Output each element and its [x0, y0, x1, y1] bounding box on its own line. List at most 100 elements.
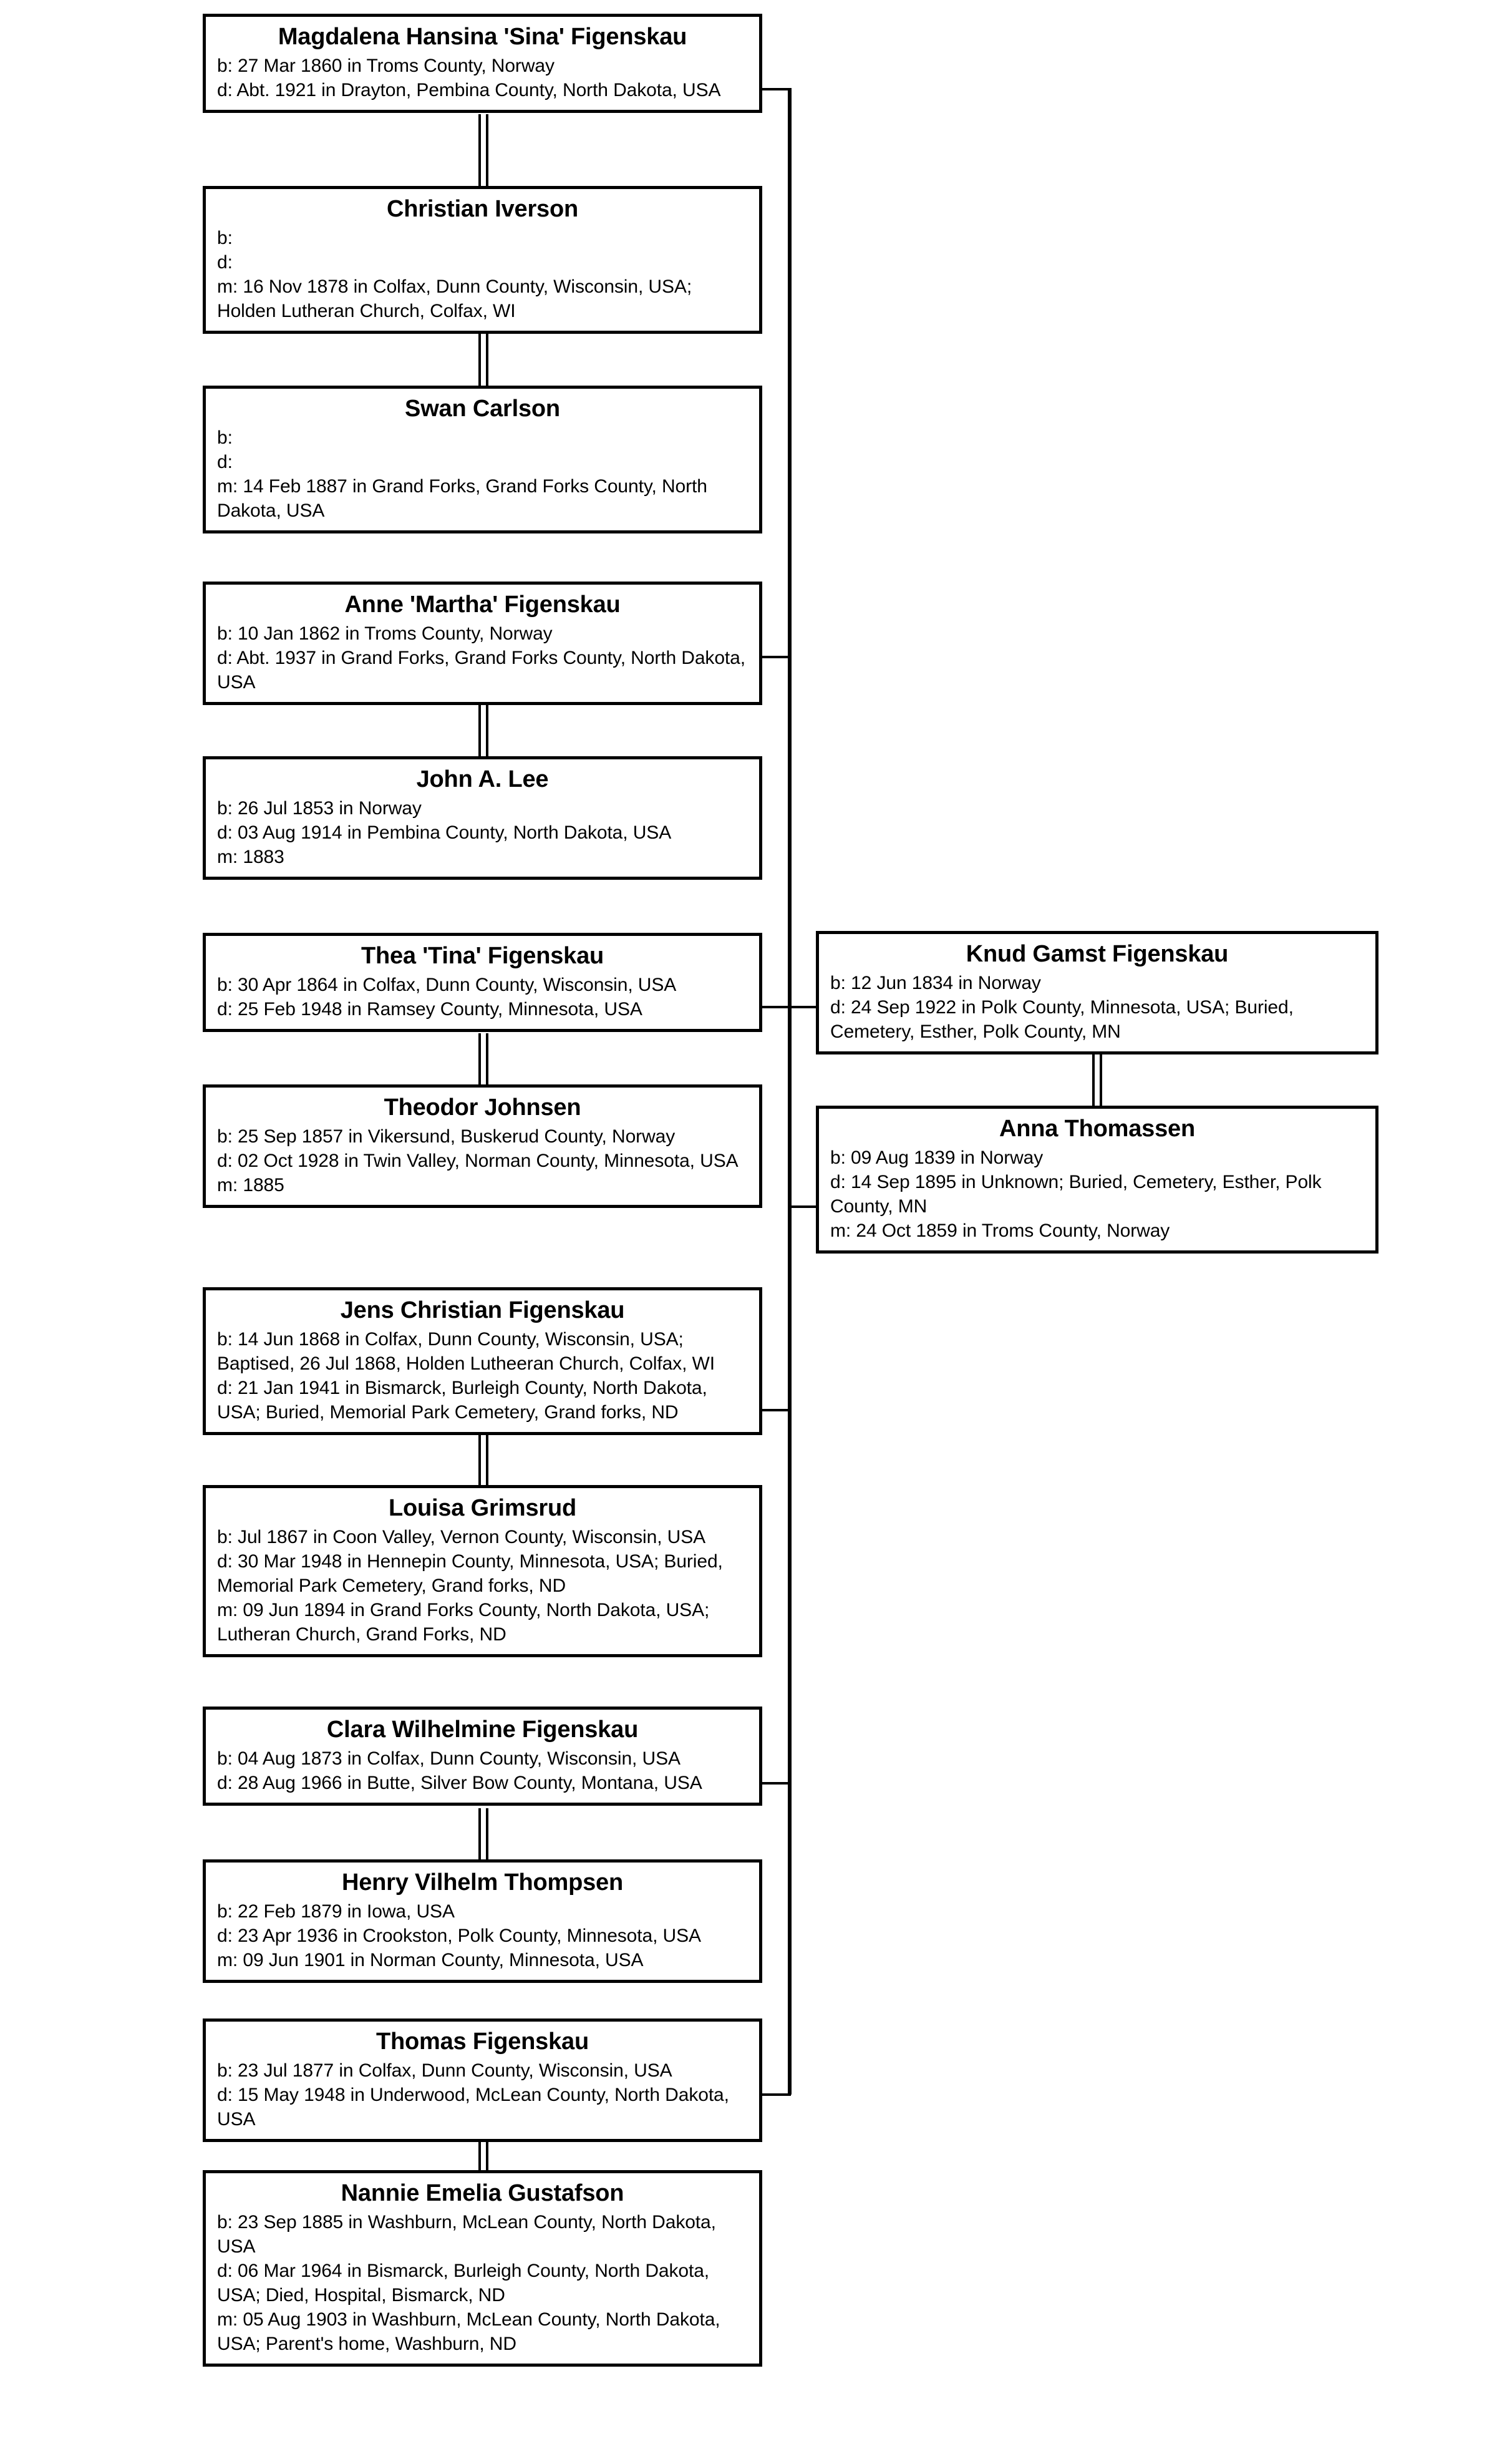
person-details: b: 23 Jul 1877 in Colfax, Dunn County, W…	[217, 2058, 748, 2131]
person-name: Swan Carlson	[405, 396, 560, 422]
person-details: b: 22 Feb 1879 in Iowa, USA d: 23 Apr 19…	[217, 1899, 748, 1972]
person-details: b: d: m: 14 Feb 1887 in Grand Forks, Gra…	[217, 426, 748, 523]
death-line: d:	[217, 252, 233, 273]
person-card-thomas-figenskau[interactable]: Thomas Figenskau b: 23 Jul 1877 in Colfa…	[203, 2018, 762, 2143]
person-details: b: 04 Aug 1873 in Colfax, Dunn County, W…	[217, 1746, 748, 1795]
person-details: b: 27 Mar 1860 in Troms County, Norway d…	[217, 54, 748, 102]
person-card-jens-christian-figenskau[interactable]: Jens Christian Figenskau b: 14 Jun 1868 …	[203, 1287, 762, 1436]
person-card-thea-tina-figenskau[interactable]: Thea 'Tina' Figenskau b: 30 Apr 1864 in …	[203, 933, 762, 1033]
marriage-line: m: 1883	[217, 847, 284, 868]
person-card-anne-martha-figenskau[interactable]: Anne 'Martha' Figenskau b: 10 Jan 1862 i…	[203, 582, 762, 706]
birth-line: b: 12 Jun 1834 in Norway	[830, 973, 1041, 994]
person-details: b: 12 Jun 1834 in Norway d: 24 Sep 1922 …	[830, 971, 1364, 1044]
person-name: Magdalena Hansina 'Sina' Figenskau	[278, 24, 687, 50]
death-line: d: 15 May 1948 in Underwood, McLean Coun…	[217, 2085, 729, 2130]
person-details: b: 09 Aug 1839 in Norway d: 14 Sep 1895 …	[830, 1146, 1364, 1243]
person-details: b: Jul 1867 in Coon Valley, Vernon Count…	[217, 1525, 748, 1647]
person-details: b: 23 Sep 1885 in Washburn, McLean Count…	[217, 2210, 748, 2356]
person-card-anna-thomassen[interactable]: Anna Thomassen b: 09 Aug 1839 in Norway …	[816, 1106, 1378, 1254]
person-card-nannie-emelia-gustafson[interactable]: Nannie Emelia Gustafson b: 23 Sep 1885 i…	[203, 2170, 762, 2367]
person-name: Theodor Johnsen	[384, 1094, 581, 1121]
marriage-line: m: 14 Feb 1887 in Grand Forks, Grand For…	[217, 476, 707, 522]
birth-line: b: Jul 1867 in Coon Valley, Vernon Count…	[217, 1527, 706, 1548]
birth-line: b: 26 Jul 1853 in Norway	[217, 798, 422, 819]
death-line: d: 24 Sep 1922 in Polk County, Minnesota…	[830, 997, 1294, 1043]
person-name: Nannie Emelia Gustafson	[341, 2180, 624, 2206]
birth-line: b: 30 Apr 1864 in Colfax, Dunn County, W…	[217, 975, 677, 996]
person-name: Christian Iverson	[386, 196, 579, 222]
person-name: Louisa Grimsrud	[388, 1495, 577, 1521]
death-line: d: 23 Apr 1936 in Crookston, Polk County…	[217, 1926, 701, 1947]
pair-connector-magdalena-christian	[478, 114, 488, 189]
birth-line: b: 14 Jun 1868 in Colfax, Dunn County, W…	[217, 1329, 715, 1375]
stub-spine-to-knud-gamst	[788, 1006, 818, 1008]
death-line: d: 21 Jan 1941 in Bismarck, Burleigh Cou…	[217, 1378, 707, 1423]
pair-connector-anne-martha-john-lee	[478, 682, 488, 759]
sibling-spine	[788, 88, 792, 2095]
person-card-henry-vilhelm-thompsen[interactable]: Henry Vilhelm Thompsen b: 22 Feb 1879 in…	[203, 1859, 762, 1984]
person-name: Thea 'Tina' Figenskau	[361, 943, 604, 969]
birth-line: b: 23 Jul 1877 in Colfax, Dunn County, W…	[217, 2060, 672, 2082]
pair-connector-christian-swan	[478, 314, 488, 389]
stub-spine-to-anna-thomassen	[788, 1205, 818, 1208]
person-details: b: 30 Apr 1864 in Colfax, Dunn County, W…	[217, 973, 748, 1021]
person-details: b: 25 Sep 1857 in Vikersund, Buskerud Co…	[217, 1124, 748, 1197]
marriage-line: m: 09 Jun 1894 in Grand Forks County, No…	[217, 1600, 710, 1645]
marriage-line: m: 24 Oct 1859 in Troms County, Norway	[830, 1220, 1170, 1242]
death-line: d: 25 Feb 1948 in Ramsey County, Minneso…	[217, 999, 642, 1020]
stub-thomas-to-spine	[760, 2093, 791, 2096]
marriage-line: m: 16 Nov 1878 in Colfax, Dunn County, W…	[217, 276, 692, 322]
death-line: d: Abt. 1921 in Drayton, Pembina County,…	[217, 80, 721, 101]
person-name: Clara Wilhelmine Figenskau	[326, 1717, 639, 1743]
death-line: d: 02 Oct 1928 in Twin Valley, Norman Co…	[217, 1151, 739, 1172]
birth-line: b: 04 Aug 1873 in Colfax, Dunn County, W…	[217, 1748, 681, 1770]
birth-line: b: 22 Feb 1879 in Iowa, USA	[217, 1901, 455, 1922]
person-card-magdalena-hansina-sina-figenskau[interactable]: Magdalena Hansina 'Sina' Figenskau b: 27…	[203, 14, 762, 114]
birth-line: b: 23 Sep 1885 in Washburn, McLean Count…	[217, 2212, 716, 2257]
death-line: d:	[217, 452, 233, 473]
stub-anne-martha-to-spine	[760, 656, 791, 658]
death-line: d: 14 Sep 1895 in Unknown; Buried, Cemet…	[830, 1172, 1322, 1217]
marriage-line: m: 05 Aug 1903 in Washburn, McLean Count…	[217, 2309, 720, 2355]
death-line: d: 30 Mar 1948 in Hennepin County, Minne…	[217, 1551, 723, 1597]
person-card-christian-iverson[interactable]: Christian Iverson b: d: m: 16 Nov 1878 i…	[203, 186, 762, 334]
pair-connector-thomas-nannie	[478, 2119, 488, 2173]
marriage-line: m: 09 Jun 1901 in Norman County, Minneso…	[217, 1950, 644, 1971]
person-details: b: 26 Jul 1853 in Norway d: 03 Aug 1914 …	[217, 796, 748, 869]
birth-line: b: 10 Jan 1862 in Troms County, Norway	[217, 623, 553, 645]
person-card-louisa-grimsrud[interactable]: Louisa Grimsrud b: Jul 1867 in Coon Vall…	[203, 1485, 762, 1658]
death-line: d: 06 Mar 1964 in Bismarck, Burleigh Cou…	[217, 2261, 710, 2306]
stub-jens-to-spine	[760, 1409, 791, 1411]
birth-line: b: 27 Mar 1860 in Troms County, Norway	[217, 56, 555, 77]
person-details: b: 14 Jun 1868 in Colfax, Dunn County, W…	[217, 1327, 748, 1424]
person-name: Anne 'Martha' Figenskau	[344, 592, 621, 618]
birth-line: b: 09 Aug 1839 in Norway	[830, 1147, 1044, 1169]
death-line: d: 03 Aug 1914 in Pembina County, North …	[217, 822, 672, 844]
person-name: John A. Lee	[416, 766, 549, 792]
person-card-clara-wilhelmine-figenskau[interactable]: Clara Wilhelmine Figenskau b: 04 Aug 187…	[203, 1707, 762, 1806]
stub-clara-to-spine	[760, 1782, 791, 1785]
stub-thea-to-spine	[760, 1006, 791, 1008]
person-card-john-a-lee[interactable]: John A. Lee b: 26 Jul 1853 in Norway d: …	[203, 756, 762, 880]
pair-connector-thea-theodor	[478, 1033, 488, 1088]
stub-magdalena-to-spine	[760, 88, 791, 90]
birth-line: b:	[217, 427, 233, 449]
pair-connector-knud-anna	[1092, 1054, 1102, 1109]
person-name: Anna Thomassen	[999, 1116, 1195, 1142]
person-name: Jens Christian Figenskau	[340, 1297, 625, 1323]
pair-connector-jens-louisa	[478, 1435, 488, 1488]
pair-connector-clara-henry	[478, 1808, 488, 1863]
person-details: b: 10 Jan 1862 in Troms County, Norway d…	[217, 621, 748, 694]
birth-line: b: 25 Sep 1857 in Vikersund, Buskerud Co…	[217, 1126, 676, 1147]
death-line: d: Abt. 1937 in Grand Forks, Grand Forks…	[217, 648, 745, 693]
person-card-knud-gamst-figenskau[interactable]: Knud Gamst Figenskau b: 12 Jun 1834 in N…	[816, 931, 1378, 1055]
person-details: b: d: m: 16 Nov 1878 in Colfax, Dunn Cou…	[217, 226, 748, 323]
person-card-theodor-johnsen[interactable]: Theodor Johnsen b: 25 Sep 1857 in Vikers…	[203, 1084, 762, 1209]
birth-line: b:	[217, 228, 233, 249]
marriage-line: m: 1885	[217, 1175, 284, 1196]
person-card-swan-carlson[interactable]: Swan Carlson b: d: m: 14 Feb 1887 in Gra…	[203, 386, 762, 534]
person-name: Henry Vilhelm Thompsen	[341, 1869, 623, 1896]
person-name: Thomas Figenskau	[376, 2028, 589, 2055]
death-line: d: 28 Aug 1966 in Butte, Silver Bow Coun…	[217, 1773, 702, 1794]
